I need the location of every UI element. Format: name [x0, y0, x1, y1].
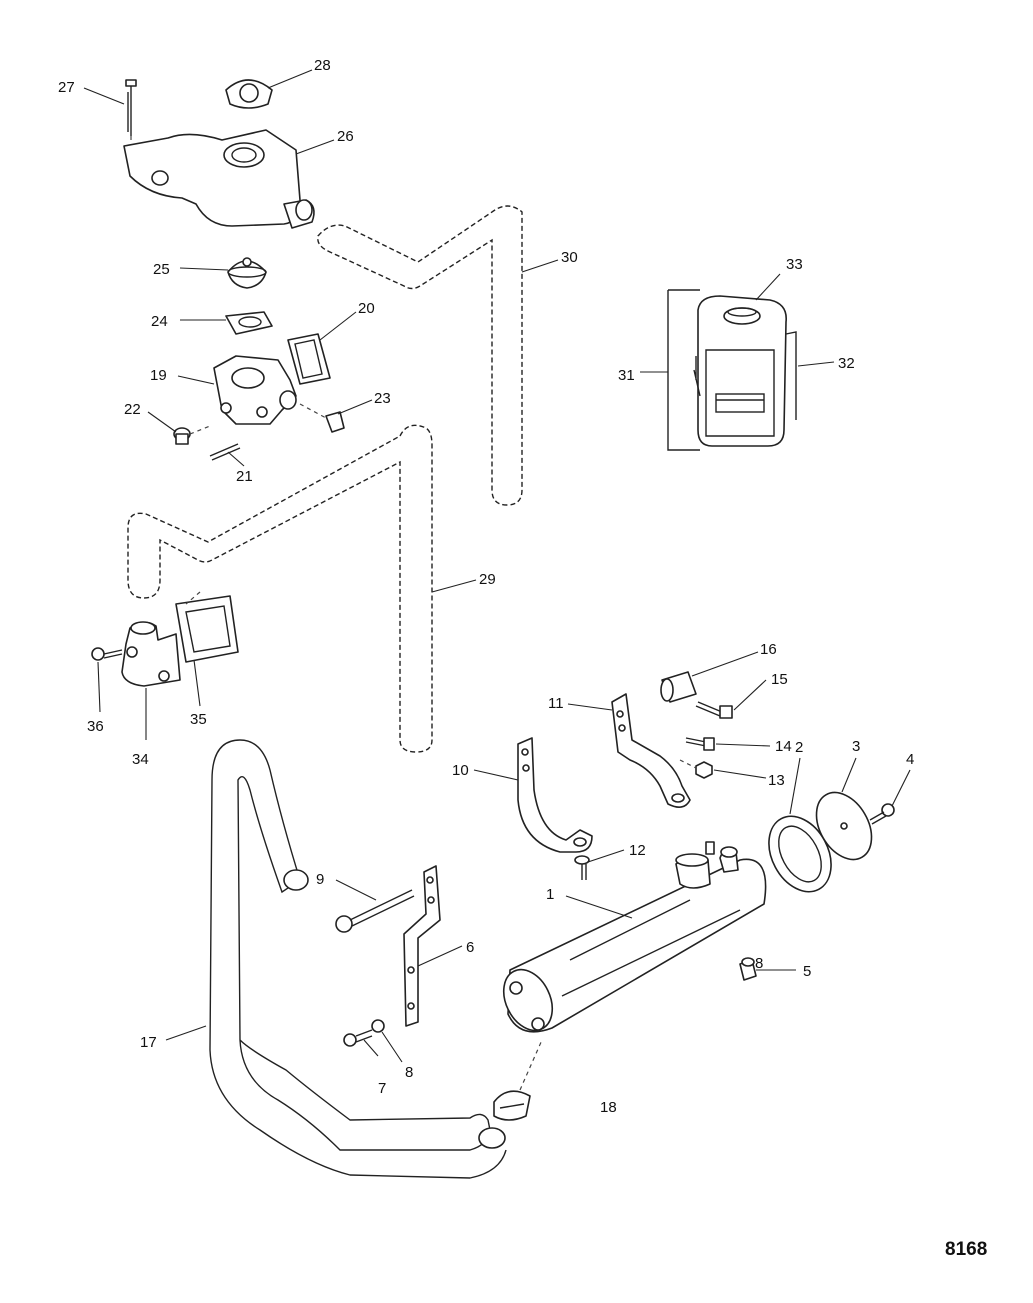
callout-19: 19	[150, 367, 167, 384]
callout-26: 26	[337, 128, 354, 145]
callout-18: 18	[600, 1099, 617, 1116]
fitting-23	[299, 403, 345, 433]
elbow-34	[121, 621, 181, 687]
callout-27: 27	[58, 79, 75, 96]
callout-25: 25	[153, 261, 170, 278]
reservoir-bottle-32	[693, 295, 797, 447]
screw-12	[574, 855, 590, 880]
callout-23: 23	[374, 390, 391, 407]
bracket-10	[517, 737, 593, 853]
heat-exchanger-1	[502, 841, 767, 1033]
callout-12: 12	[629, 842, 646, 859]
cap-28	[225, 79, 273, 109]
end-cap-3	[815, 791, 873, 861]
gasket-35	[175, 591, 239, 663]
callout-10: 10	[452, 762, 469, 779]
figure-number: 8168	[945, 1239, 987, 1260]
callout-22: 22	[124, 401, 141, 418]
hose-17	[209, 739, 507, 1179]
gasket-24	[225, 311, 273, 335]
bracket-11	[611, 693, 691, 808]
callout-11: 11	[548, 695, 564, 712]
leader-lines	[83, 69, 911, 1063]
callout-5: 5	[803, 963, 811, 980]
nut-8	[371, 1019, 385, 1033]
screw-14	[685, 737, 715, 751]
screw-7	[343, 1029, 373, 1047]
thermostat-base-19	[213, 355, 297, 425]
callout-2: 2	[795, 739, 803, 756]
reservoir-31	[667, 289, 700, 451]
nut-13	[679, 759, 713, 779]
bushing-16	[660, 671, 697, 703]
callout-28: 28	[314, 57, 331, 74]
callout-24: 24	[151, 313, 168, 330]
callout-8a: 8	[755, 955, 763, 972]
callout-14: 14	[775, 738, 792, 755]
hose-30	[317, 205, 523, 506]
fitting-5	[739, 957, 757, 981]
callout-1: 1	[546, 886, 554, 903]
callout-36: 36	[87, 718, 104, 735]
callout-30: 30	[561, 249, 578, 266]
callout-21: 21	[236, 468, 253, 485]
callout-15: 15	[771, 671, 788, 688]
bolt-9	[335, 889, 415, 933]
callout-9: 9	[316, 871, 324, 888]
callout-13: 13	[768, 772, 785, 789]
callout-35: 35	[190, 711, 207, 728]
reservoir-cap-33	[723, 307, 761, 325]
bolt-15	[695, 701, 733, 719]
thermostat-housing-26	[123, 129, 315, 229]
screw-4	[869, 803, 895, 825]
callout-17: 17	[140, 1034, 157, 1051]
bolt-27	[125, 79, 137, 150]
gasket-20	[287, 333, 331, 385]
callout-3: 3	[852, 738, 860, 755]
callouts: 27 28 26 25 24 20 19 22 23 21 30 29 33 3…	[58, 57, 914, 1116]
callout-8b: 8	[405, 1064, 413, 1081]
callout-16: 16	[760, 641, 777, 658]
clamp-18	[493, 1039, 543, 1121]
callout-34: 34	[132, 751, 149, 768]
callout-29: 29	[479, 571, 496, 588]
callout-7: 7	[378, 1080, 386, 1097]
drain-plug-22	[173, 425, 211, 445]
bracket-6	[403, 865, 441, 1027]
callout-6: 6	[466, 939, 474, 956]
callout-20: 20	[358, 300, 375, 317]
callout-31: 31	[618, 367, 635, 384]
thermostat-25	[227, 257, 267, 289]
screw-36	[91, 647, 123, 661]
hose-29	[127, 424, 433, 753]
gasket-2	[768, 815, 832, 893]
screw-21	[209, 443, 241, 461]
callout-33: 33	[786, 256, 803, 273]
callout-32: 32	[838, 355, 855, 372]
callout-4: 4	[906, 751, 914, 768]
